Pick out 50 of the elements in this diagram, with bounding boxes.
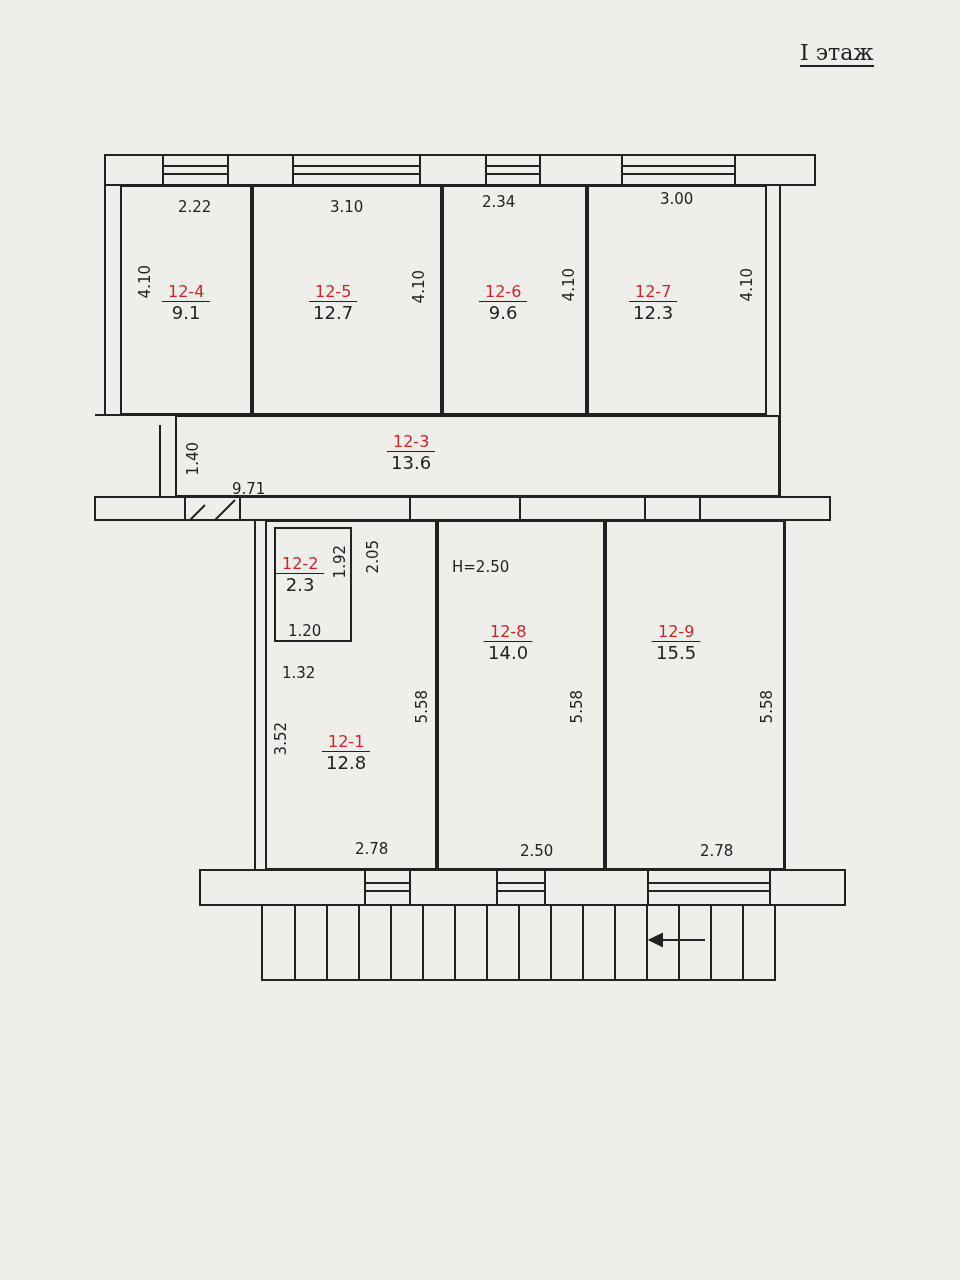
room-outline (437, 520, 605, 870)
room-area: 12.7 (313, 302, 354, 323)
dimension-label: 2.05 (364, 540, 382, 574)
room-outline (274, 527, 352, 642)
dimension-label: 4.10 (738, 268, 756, 302)
room-outline (587, 185, 767, 415)
room-number: 12-5 (309, 282, 358, 302)
room-number: 12-6 (479, 282, 528, 302)
room-number: 12-7 (629, 282, 678, 302)
room-number: 12-2 (276, 554, 325, 574)
room-outline (265, 520, 437, 870)
room-outline (605, 520, 785, 870)
dimension-label: Н=2.50 (452, 558, 510, 576)
room-area: 9.1 (171, 302, 201, 323)
dimension-label: 5.58 (758, 690, 776, 724)
dimension-label: 9.71 (232, 480, 266, 498)
room-area: 12.3 (633, 302, 674, 323)
dimension-label: 2.22 (178, 198, 212, 216)
dimension-label: 4.10 (560, 268, 578, 302)
room-number: 12-3 (387, 432, 436, 452)
floor-title: I этаж (800, 40, 874, 67)
room-number: 12-9 (652, 622, 701, 642)
dimension-label: 2.78 (700, 842, 734, 860)
dimension-label: 3.52 (272, 722, 290, 756)
dimension-label: 5.58 (413, 690, 431, 724)
dimension-label: 3.10 (330, 198, 364, 216)
dimension-label: 4.10 (136, 265, 154, 299)
dimension-label: 1.92 (331, 545, 349, 579)
dimension-label: 2.78 (355, 840, 389, 858)
room-outline (120, 185, 252, 415)
room-area: 15.5 (656, 642, 697, 663)
dimension-label: 2.50 (520, 842, 554, 860)
room-area: 9.6 (488, 302, 518, 323)
dimension-label: 5.58 (568, 690, 586, 724)
room-area: 2.3 (285, 574, 315, 595)
room-number: 12-1 (322, 732, 371, 752)
dimension-label: 3.00 (660, 190, 694, 208)
room-outline (252, 185, 442, 415)
dimension-label: 4.10 (410, 270, 428, 304)
dimension-label: 1.32 (282, 664, 316, 682)
dimension-label: 2.34 (482, 193, 516, 211)
room-outline (442, 185, 587, 415)
room-number: 12-8 (484, 622, 533, 642)
room-area: 12.8 (326, 752, 367, 773)
room-area: 14.0 (488, 642, 529, 663)
room-area: 13.6 (391, 452, 432, 473)
room-number: 12-4 (162, 282, 211, 302)
dimension-label: 1.20 (288, 622, 322, 640)
room-outline (175, 415, 780, 497)
dimension-label: 1.40 (184, 442, 202, 476)
